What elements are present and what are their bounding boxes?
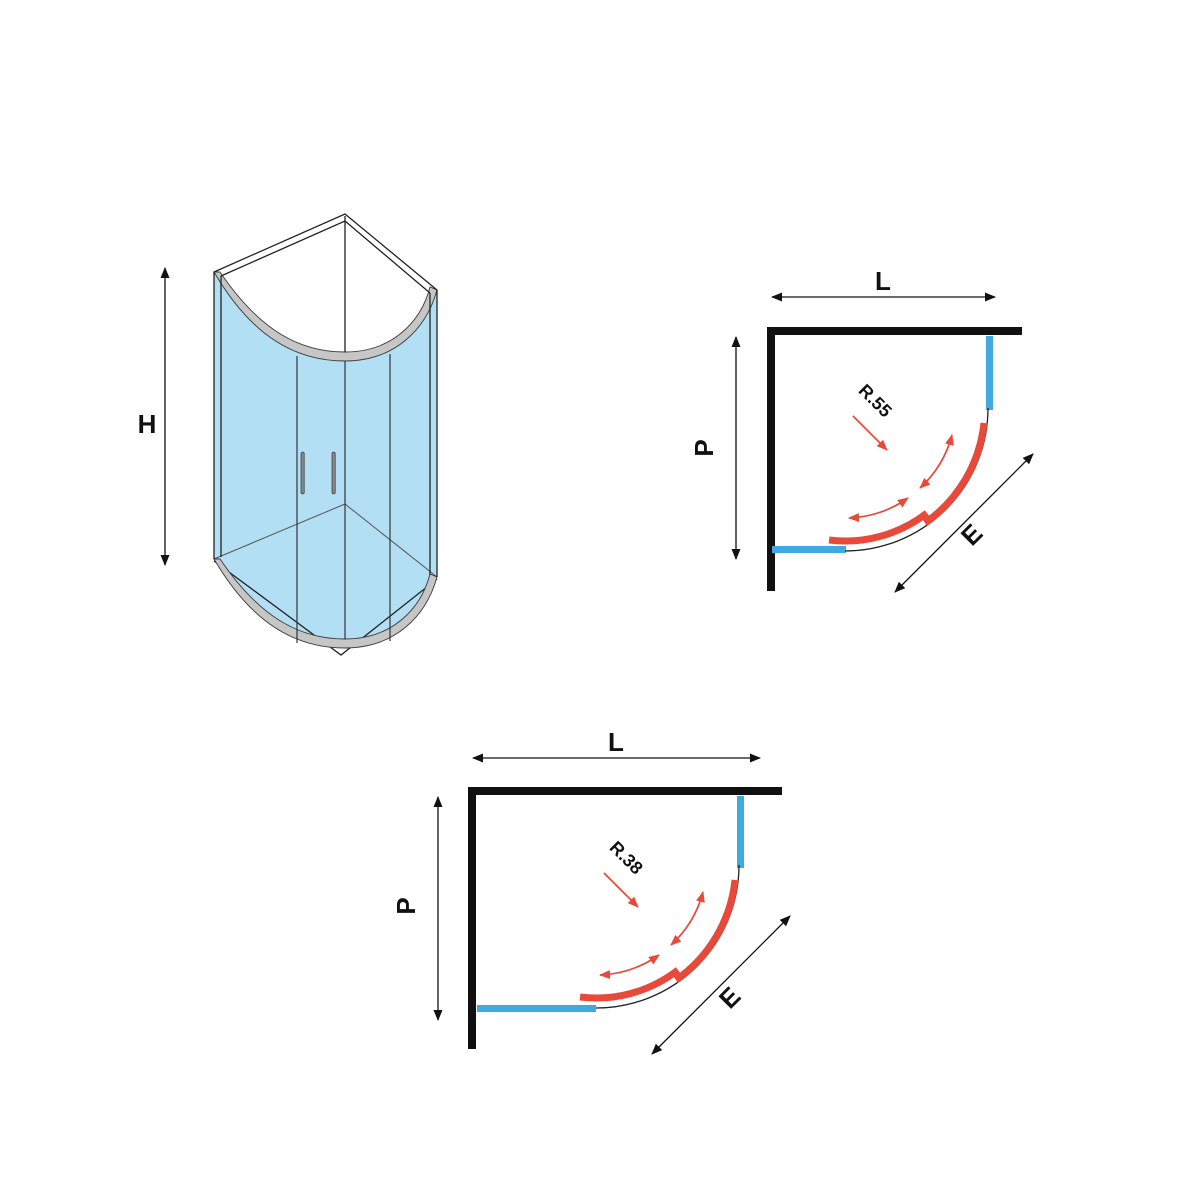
plan-view-r38: L P R.38 E — [391, 727, 791, 1055]
slide-direction-arrow-upper — [919, 434, 954, 489]
slide-direction-arrow-upper — [670, 891, 705, 946]
door-handle-left — [300, 451, 305, 495]
fixed-panel-bottom — [772, 546, 846, 553]
depth-dimension-label: P — [391, 897, 421, 914]
radius-label: R.38 — [606, 837, 647, 878]
radius-label: R.55 — [855, 380, 896, 421]
sliding-door-lower — [828, 510, 930, 545]
fixed-panel-right — [986, 336, 993, 410]
tray-base-outline — [213, 560, 438, 656]
isometric-view: H — [138, 213, 438, 656]
slide-direction-arrow-lower — [848, 497, 909, 523]
fixed-panel-right — [737, 796, 744, 868]
left-vertical-edge — [213, 272, 222, 559]
width-dimension-label: L — [875, 266, 891, 296]
sliding-door-lower — [579, 967, 681, 1002]
radius-arrow — [603, 872, 639, 908]
glass-panels — [214, 272, 437, 648]
door-frame-lines — [296, 354, 391, 643]
entry-dimension-label: E — [713, 981, 746, 1014]
door-handle-right — [331, 451, 336, 495]
entry-dimension-arrow — [894, 453, 1034, 593]
height-dimension-label: H — [138, 409, 157, 439]
radius-arrow — [852, 415, 888, 451]
top-rim-outer-edge — [213, 213, 438, 291]
plan-view-r55: L P R.55 E — [689, 266, 1034, 593]
entry-dimension-label: E — [955, 518, 988, 551]
top-rim-inner-edge — [220, 220, 431, 294]
top-frame-band — [213, 271, 438, 362]
width-dimension-label: L — [608, 727, 624, 757]
slide-direction-arrow-lower — [599, 954, 660, 980]
fixed-panel-bottom — [477, 1005, 596, 1012]
depth-dimension-label: P — [689, 439, 719, 456]
right-vertical-edge — [429, 290, 438, 577]
entry-dimension-arrow — [651, 915, 791, 1055]
